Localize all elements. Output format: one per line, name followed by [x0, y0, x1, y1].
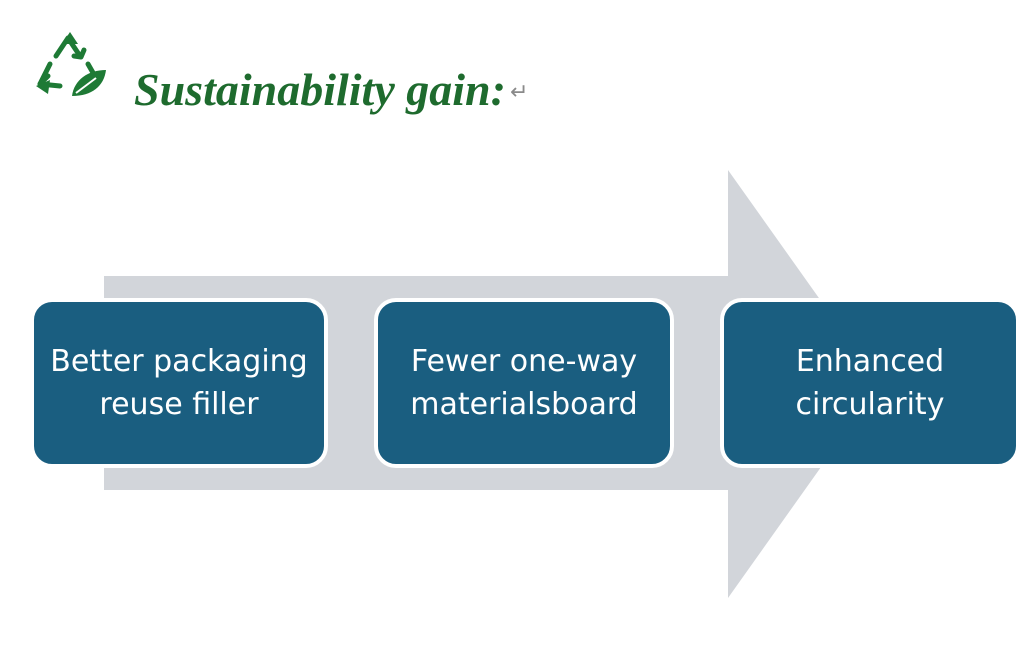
- page-title: Sustainability gain:↵: [134, 60, 528, 123]
- step-label-3: Enhanced circularity: [795, 344, 945, 422]
- step-box-1: Better packaging reuse filler: [30, 298, 328, 468]
- step-label-1: Better packaging reuse filler: [50, 344, 308, 422]
- title-text: Sustainability gain:: [134, 64, 506, 115]
- step-box-2: Fewer one-way materialsboard: [374, 298, 674, 468]
- step-box-3: Enhanced circularity: [720, 298, 1020, 468]
- paragraph-mark: ↵: [509, 80, 529, 105]
- recycle-leaf-icon: [36, 32, 106, 96]
- step-label-2: Fewer one-way materialsboard: [410, 344, 638, 422]
